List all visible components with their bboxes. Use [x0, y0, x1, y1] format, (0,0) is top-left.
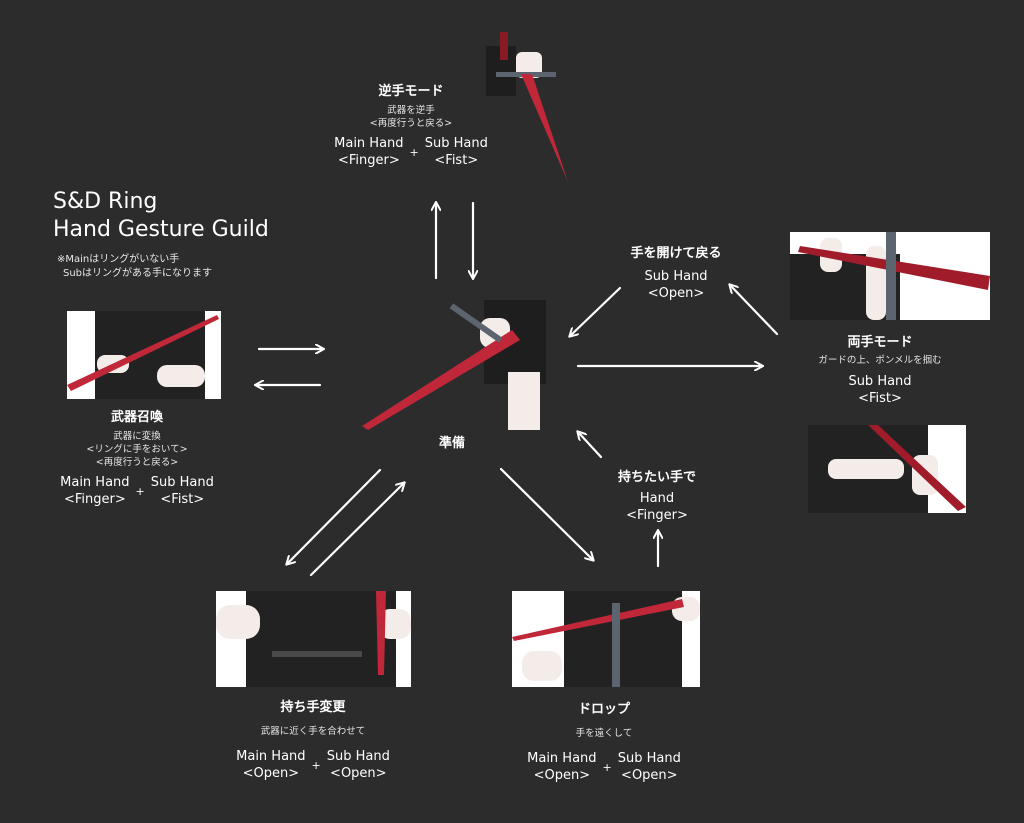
twohand-heading: 両手モード — [847, 335, 913, 350]
drop-main: Main Hand <Open> — [527, 750, 596, 784]
drop-heading: ドロップ — [577, 702, 631, 717]
twohand-line-1: Sub Hand — [848, 374, 912, 389]
summon-main-gesture: <Finger> — [63, 492, 126, 507]
drop-desc-1: 手を遠くして — [575, 728, 633, 739]
summon-plus: + — [135, 484, 145, 498]
release-line-1: Sub Hand — [644, 269, 708, 284]
switch-main: Main Hand <Open> — [236, 748, 305, 782]
switch-sub-label: Sub Hand — [326, 749, 390, 764]
summon-illustration — [67, 311, 221, 399]
switch-sub-gesture: <Open> — [330, 766, 387, 781]
release-line-2: <Open> — [647, 286, 705, 301]
title-line-1: S&D Ring — [53, 189, 158, 214]
drop-illustration — [512, 591, 700, 687]
gyakute-sub: Sub Hand <Fist> — [425, 135, 488, 169]
hold-line-1: Hand — [639, 491, 675, 506]
switch-heading: 持ち手変更 — [280, 700, 346, 715]
gyakute-main-label: Main Hand — [334, 136, 404, 151]
arrow-from-switch — [309, 483, 404, 577]
gyakute-node: 逆手モード 武器を逆手 <再度行うと戻る> Main Hand <Finger>… — [334, 80, 488, 169]
gyakute-sub-label: Sub Hand — [424, 136, 488, 151]
summon-desc-1: 武器に変換 — [113, 431, 161, 442]
ready-heading: 準備 — [438, 436, 466, 451]
summon-desc-3: <再度行うと戻る> — [95, 457, 179, 468]
switch-combo: Main Hand <Open> + Sub Hand <Open> — [236, 748, 390, 782]
note-line-1: ※Mainはリングがいない手 — [57, 254, 180, 265]
switch-image — [216, 591, 411, 687]
switch-main-label: Main Hand — [236, 749, 306, 764]
twohand-image-2 — [808, 425, 966, 513]
summon-node: 武器召喚 武器に変換 <リングに手をおいて> <再度行うと戻る> Main Ha… — [60, 406, 214, 508]
twohand-illustration-2 — [808, 425, 966, 513]
drop-sub: Sub Hand <Open> — [618, 750, 681, 784]
twohand-node: 両手モード ガードの上、ポンメルを掴む Sub Hand <Fist> — [818, 331, 941, 407]
drop-main-label: Main Hand — [527, 751, 597, 766]
gyakute-plus: + — [409, 145, 419, 159]
release-node: 手を開けて戻る Sub Hand <Open> — [630, 242, 721, 302]
hold-node: 持ちたい手で Hand <Finger> — [618, 466, 696, 524]
summon-desc-2: <リングに手をおいて> — [86, 444, 188, 455]
title-line-2: Hand Gesture Guild — [53, 217, 269, 242]
summon-sub-gesture: <Fist> — [160, 492, 205, 507]
twohand-line-2: <Fist> — [858, 391, 902, 406]
switch-node: 持ち手変更 武器に近く手を合わせて Main Hand <Open> + Sub… — [236, 696, 390, 782]
drop-node: ドロップ 手を遠くして Main Hand <Open> + Sub Hand … — [527, 698, 681, 784]
switch-main-gesture: <Open> — [242, 766, 300, 781]
drop-combo: Main Hand <Open> + Sub Hand <Open> — [527, 750, 681, 784]
switch-plus: + — [311, 758, 321, 772]
twohand-illustration — [790, 232, 990, 320]
twohand-desc-1: ガードの上、ポンメルを掴む — [818, 355, 942, 366]
drop-image — [512, 591, 700, 687]
diagram-title: S&D Ring Hand Gesture Guild — [53, 188, 269, 244]
gyakute-heading: 逆手モード — [378, 84, 444, 99]
note: ※Mainはリングがいない手 Subはリングがある手になります — [57, 253, 212, 281]
summon-image — [67, 311, 221, 399]
drop-sub-label: Sub Hand — [617, 751, 681, 766]
arrow-to-switch — [287, 468, 382, 564]
switch-sub: Sub Hand <Open> — [327, 748, 390, 782]
drop-plus: + — [602, 760, 612, 774]
drop-sub-gesture: <Open> — [621, 768, 678, 783]
summon-sub-label: Sub Hand — [150, 475, 214, 490]
gyakute-illustration — [486, 32, 568, 182]
arrow-release-in — [570, 286, 622, 336]
gyakute-sub-gesture: <Fist> — [434, 153, 479, 168]
arrow-to-drop — [499, 467, 593, 560]
arrow-release-out — [730, 285, 779, 336]
gyakute-combo: Main Hand <Finger> + Sub Hand <Fist> — [334, 135, 488, 169]
note-line-2: Subはリングがある手になります — [63, 268, 213, 279]
switch-desc-1: 武器に近く手を合わせて — [260, 726, 366, 737]
switch-illustration — [216, 591, 411, 687]
ready-image — [362, 300, 552, 430]
arrow-hold-in — [578, 432, 603, 459]
gyakute-desc-2: <再度行うと戻る> — [369, 118, 453, 129]
summon-main-label: Main Hand — [60, 475, 130, 490]
summon-main: Main Hand <Finger> — [60, 474, 129, 508]
gyakute-desc-1: 武器を逆手 — [387, 105, 435, 116]
hold-line-2: <Finger> — [626, 508, 688, 523]
twohand-image — [790, 232, 990, 320]
summon-heading: 武器召喚 — [110, 410, 164, 425]
gyakute-main: Main Hand <Finger> — [334, 135, 403, 169]
hold-heading: 持ちたい手で — [617, 470, 697, 485]
ready-illustration — [362, 300, 546, 430]
release-heading: 手を開けて戻る — [630, 246, 722, 261]
drop-main-gesture: <Open> — [533, 768, 591, 783]
summon-combo: Main Hand <Finger> + Sub Hand <Fist> — [60, 474, 214, 508]
gyakute-main-gesture: <Finger> — [337, 153, 400, 168]
gyakute-image — [486, 32, 570, 184]
summon-sub: Sub Hand <Fist> — [151, 474, 214, 508]
